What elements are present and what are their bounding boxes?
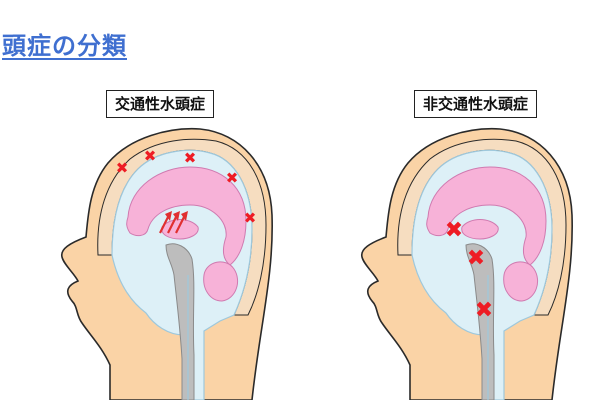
x-mark-2: ✖ [144,147,157,165]
arrow-up-2 [167,216,177,234]
x-mark-fourth-ventricle-outlet: ✖ [475,298,493,323]
x-mark-3: ✖ [184,149,197,167]
brainstem [465,243,495,400]
head-diagram-noncommunicating: ✖ ✖ ✖ [361,127,573,400]
obstruction-marks: ✖ ✖ ✖ [445,218,493,323]
x-mark-5: ✖ [244,209,257,227]
arrow-up-2-head [173,211,180,221]
x-mark-aqueduct: ✖ [467,246,485,271]
lateral-ventricle [426,166,547,266]
arrow-up-3-head [181,211,188,221]
label-noncommunicating-hydrocephalus: 非交通性水頭症 [414,90,538,118]
head-illustration [361,127,573,400]
page-title: 頭症の分類 [2,32,127,60]
csf-flow-arrows [159,211,188,234]
x-mark-4: ✖ [226,169,239,187]
head-illustration [61,127,273,400]
x-mark-1: ✖ [116,159,129,177]
arrow-up-1 [159,216,169,234]
obstruction-marks: ✖ ✖ ✖ ✖ ✖ [116,147,257,227]
brainstem [165,243,195,400]
third-ventricle [461,219,499,240]
x-mark-foramen: ✖ [445,218,463,243]
label-communicating-hydrocephalus: 交通性水頭症 [106,90,215,118]
head-diagram-communicating: ✖ ✖ ✖ ✖ ✖ [61,127,273,400]
fourth-ventricle [203,261,238,302]
arrow-up-3 [175,216,185,234]
fourth-ventricle [503,261,538,302]
lateral-ventricle [126,166,247,266]
arrow-up-1-head [165,211,172,221]
third-ventricle [161,219,199,240]
